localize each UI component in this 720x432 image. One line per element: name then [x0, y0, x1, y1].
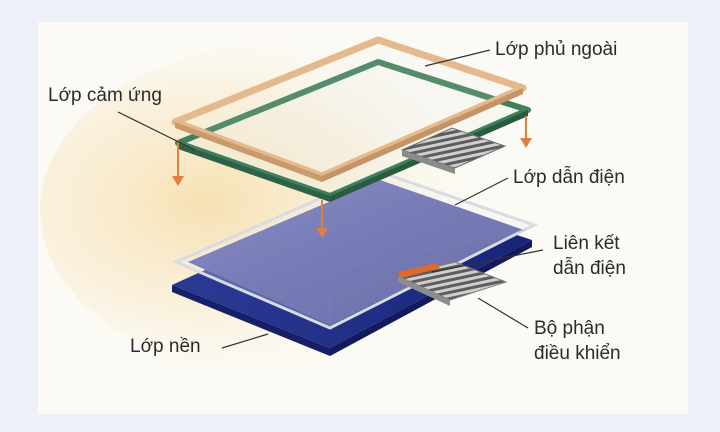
leader-base-layer	[221, 333, 269, 349]
leader-controller	[477, 297, 529, 329]
outer-cover	[171, 36, 527, 182]
leader-outer-cover	[424, 49, 491, 67]
down-arrow-right	[520, 116, 532, 148]
bottom-connector	[396, 261, 508, 306]
leader-touch-layer	[117, 111, 196, 151]
label-base-layer: Lớp nền	[130, 336, 201, 357]
label-controller-line1: Bộ phận	[534, 318, 605, 339]
down-arrow-left	[172, 140, 184, 186]
label-conductive-layer: Lớp dẫn điện	[513, 167, 625, 188]
leader-conductive-link	[431, 249, 544, 273]
leader-conductive-layer	[454, 177, 509, 206]
down-arrow-center	[316, 200, 328, 238]
label-controller-line2: điều khiển	[534, 343, 621, 364]
label-outer-cover: Lớp phủ ngoài	[495, 39, 618, 60]
top-connector	[400, 127, 507, 174]
label-touch-layer: Lớp cảm ứng	[48, 85, 162, 106]
label-conductive-link-line1: Liên kết	[553, 233, 620, 254]
conductive-link-strip	[398, 263, 440, 278]
label-conductive-link-line2: dẫn điện	[553, 258, 626, 279]
leader-lines	[117, 49, 544, 349]
conductive-layer	[172, 170, 538, 330]
